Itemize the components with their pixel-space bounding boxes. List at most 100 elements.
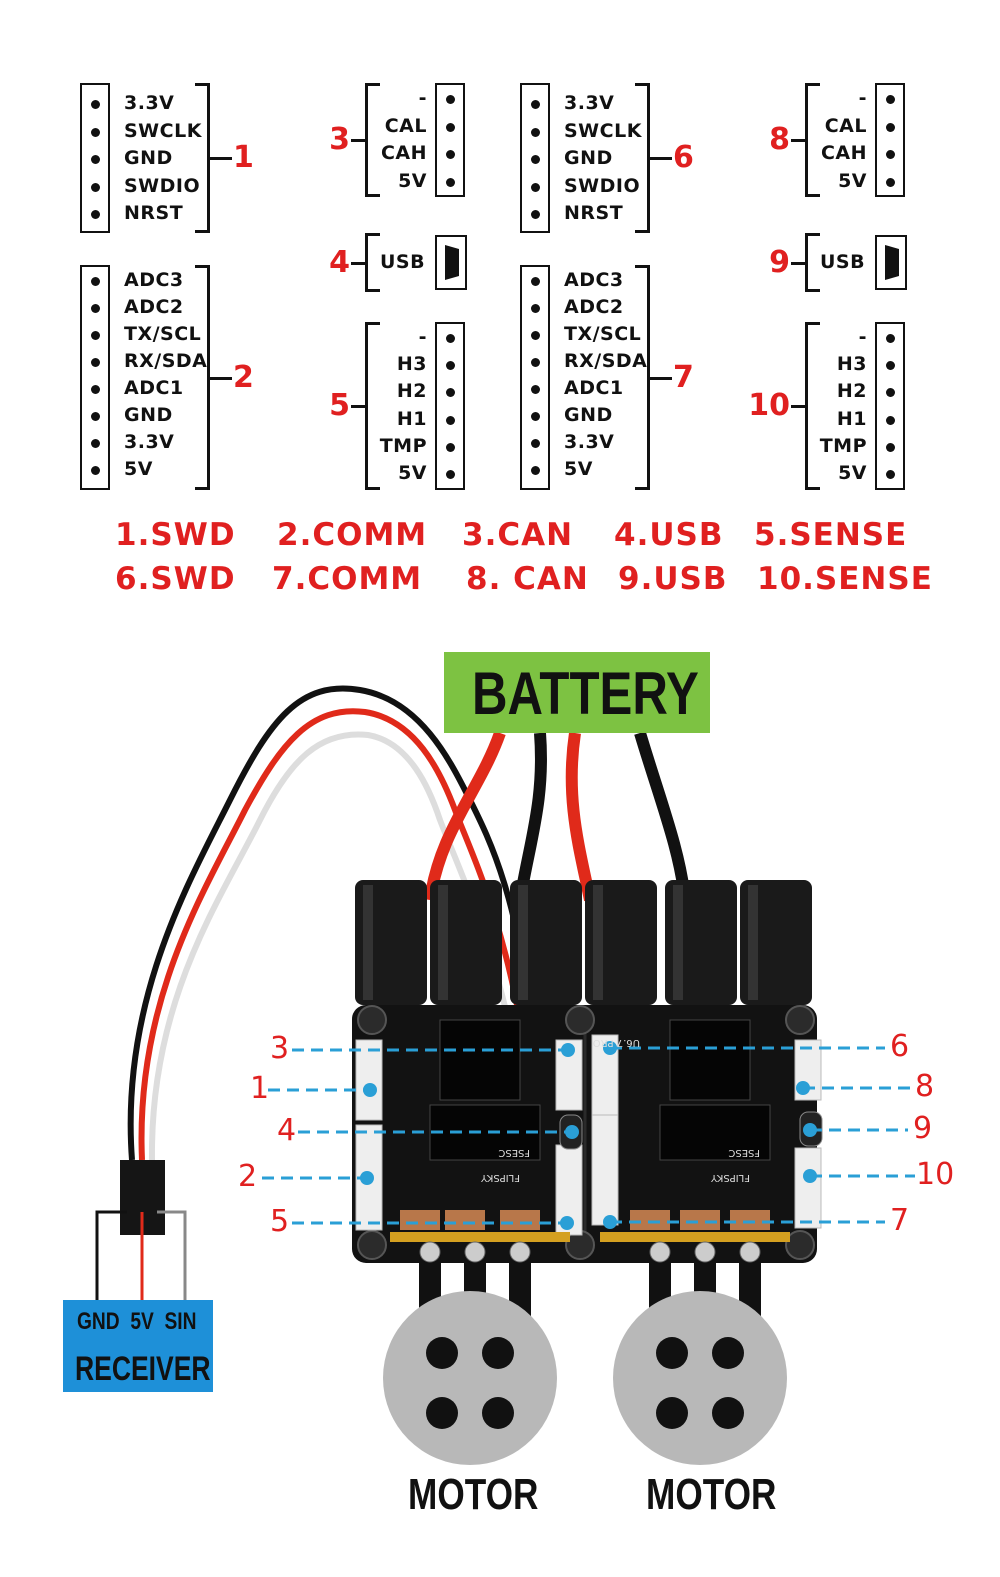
connector-number-4: 4 <box>329 244 350 280</box>
connector-number-10: 10 <box>748 388 790 423</box>
bracket-tick-6 <box>650 157 672 160</box>
pin-label: H2 <box>836 380 867 403</box>
bracket-10 <box>805 322 808 490</box>
connector-number-2: 2 <box>233 359 254 395</box>
motor-label-right: MOTOR <box>646 1470 777 1519</box>
connector-number-6: 6 <box>673 140 694 175</box>
pin-dot <box>91 210 100 219</box>
bracket-bottom-4 <box>365 289 380 292</box>
pin-header-3 <box>435 83 465 197</box>
bracket-bottom-10 <box>805 487 820 490</box>
pin-label: 5V <box>838 462 867 484</box>
pin-dot <box>886 334 895 343</box>
board-callout-number: 5 <box>270 1204 290 1239</box>
connector-number-8: 8 <box>769 122 790 157</box>
gold-pad <box>600 1232 790 1242</box>
pin-label: GND <box>564 404 613 426</box>
pin-label: SWCLK <box>124 119 202 142</box>
pin-header-10 <box>875 322 905 490</box>
board-callout-number: 7 <box>890 1203 910 1238</box>
motor-hole <box>426 1337 458 1369</box>
pin-dot <box>91 127 100 137</box>
pin-dot <box>446 334 455 343</box>
pin-header-5 <box>435 322 465 490</box>
bracket-top-1 <box>195 83 210 86</box>
board-marking-brand: FLIPSKY <box>480 1172 520 1183</box>
pin-dot <box>886 177 895 187</box>
pin-dot <box>531 210 540 219</box>
pin-dot <box>531 182 540 192</box>
pin-label: TMP <box>819 434 867 457</box>
pin-label: GND <box>124 147 173 169</box>
legend-item: 8. CAN <box>466 561 589 597</box>
pin-dot <box>886 150 895 159</box>
pin-label: TX/SCL <box>564 323 642 345</box>
shunt-resistor <box>500 1210 540 1230</box>
callout-dot <box>803 1123 817 1137</box>
pin-label: CAH <box>380 142 427 164</box>
connector-number-9: 9 <box>769 244 790 280</box>
capacitor-highlight <box>438 885 448 1000</box>
board-callout-number: 1 <box>250 1071 270 1106</box>
board-callout-number: 8 <box>915 1069 935 1104</box>
battery-wire-black-1 <box>514 732 547 901</box>
pin-label: 5V <box>398 169 427 192</box>
callout-dot <box>796 1081 810 1095</box>
capacitor-highlight <box>748 885 758 1000</box>
usb-port-icon <box>875 235 907 290</box>
usb-label: USB <box>380 251 426 273</box>
bracket-5 <box>365 322 368 490</box>
pin-dot <box>91 331 100 340</box>
chip <box>429 1104 541 1161</box>
board-callout-number: 3 <box>270 1031 290 1066</box>
shunt-resistor <box>680 1210 720 1230</box>
capacitor-highlight <box>363 885 373 1000</box>
board-callout-number: 2 <box>238 1159 258 1194</box>
battery-label-box: BATTERY <box>444 652 710 733</box>
board-marking-name: FSESC <box>728 1147 760 1158</box>
pin-label: 3.3V <box>124 431 175 453</box>
callout-dot <box>603 1041 617 1055</box>
receiver-label: RECEIVER <box>75 1350 211 1388</box>
pin-label: H1 <box>396 407 427 430</box>
receiver-wire-gnd <box>95 1210 127 1300</box>
motor-hole <box>712 1337 744 1369</box>
bracket-tick-8 <box>791 139 805 142</box>
pin-dot <box>91 466 100 475</box>
pin-header-6 <box>520 83 550 233</box>
legend-item: 6.SWD <box>115 561 236 597</box>
legend-item: 3.CAN <box>462 517 574 553</box>
pin-label: ADC1 <box>564 377 624 399</box>
board-marking-brand: FLIPSKY <box>710 1172 750 1183</box>
pin-label: SWCLK <box>564 119 642 142</box>
pin-dot <box>91 385 100 394</box>
pin-dot <box>446 122 455 132</box>
pin-dot <box>886 470 895 479</box>
jst-connector <box>591 1114 619 1226</box>
bracket-top-9 <box>805 233 820 236</box>
motor-hole <box>482 1337 514 1369</box>
pin-label: - <box>858 87 867 109</box>
pin-dot <box>91 182 100 192</box>
pin-dot <box>886 388 895 398</box>
bracket-tick-1 <box>210 157 232 160</box>
pin-dot <box>531 466 540 475</box>
legend-item: 2.COMM <box>277 517 428 553</box>
bracket-top-4 <box>365 233 380 236</box>
pin-label: ADC3 <box>564 269 624 291</box>
bracket-bottom-2 <box>195 487 210 490</box>
pin-dot <box>446 388 455 398</box>
callout-dot <box>360 1171 374 1185</box>
pin-label: TMP <box>379 434 427 457</box>
chip <box>439 1019 521 1101</box>
phase-terminal <box>739 1241 761 1263</box>
mounting-screw <box>357 1005 387 1035</box>
receiver-box: GND 5V SIN RECEIVER <box>63 1300 213 1392</box>
callout-dot <box>603 1215 617 1229</box>
pin-label: SWDIO <box>124 174 201 197</box>
pin-dot <box>91 358 100 367</box>
connector-number-5: 5 <box>329 388 350 423</box>
mounting-screw <box>565 1005 595 1035</box>
pin-label: 3.3V <box>564 92 615 114</box>
